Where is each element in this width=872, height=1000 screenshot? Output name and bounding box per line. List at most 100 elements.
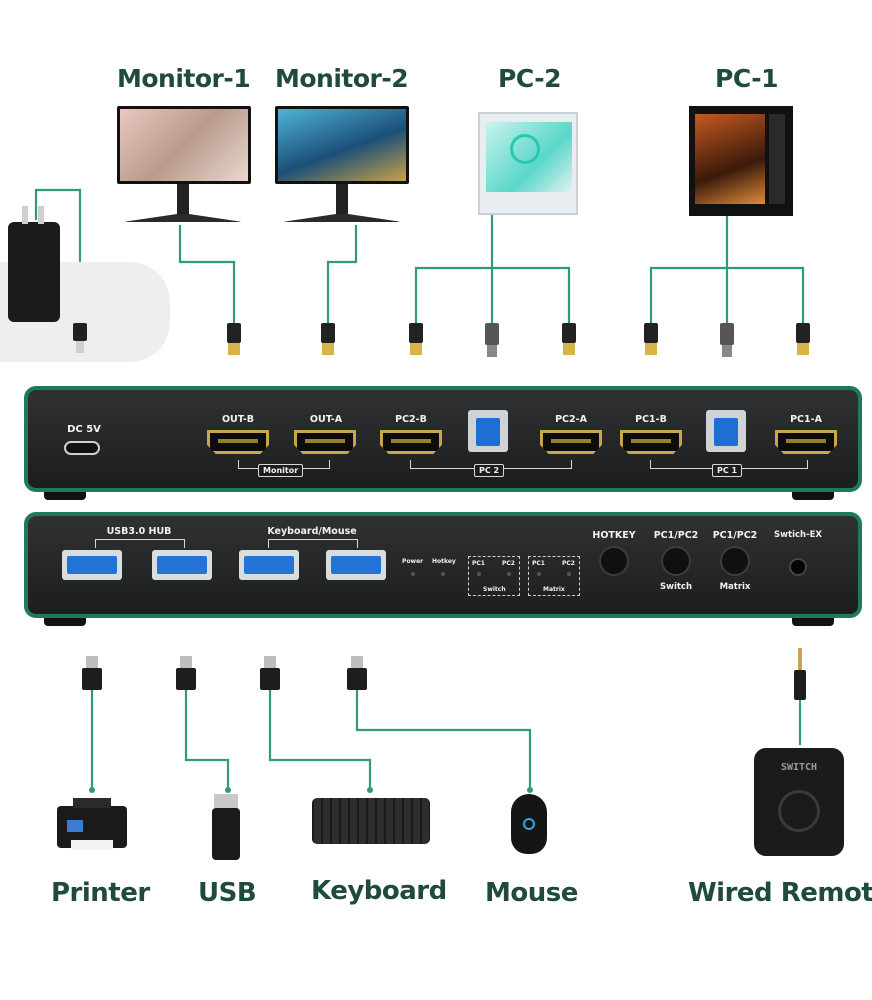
pc1-pc2-switch-button[interactable] xyxy=(661,546,691,576)
hotkey-led-label: Hotkey xyxy=(432,558,456,565)
printer-icon xyxy=(57,798,127,850)
matrix-group-label: Matrix xyxy=(543,586,565,593)
pc1-pc2-matrix-button[interactable] xyxy=(720,546,750,576)
switch-pc2-label: PC2 xyxy=(502,560,515,567)
usb-connector-icon xyxy=(176,668,196,690)
panel-foot xyxy=(792,618,834,626)
out-b-label: OUT-B xyxy=(221,414,255,425)
power-adapter-icon xyxy=(8,222,60,322)
switch-pc1-label: PC1 xyxy=(472,560,485,567)
usb-hub-label: USB3.0 HUB xyxy=(106,526,172,537)
power-led xyxy=(411,572,415,576)
monitor-2-stand-icon xyxy=(336,184,348,218)
switch-led-group xyxy=(468,556,520,596)
hotkey-led xyxy=(441,572,445,576)
matrix-led-group xyxy=(528,556,580,596)
hdmi-connector-icon xyxy=(562,323,576,343)
usb-plug-icon xyxy=(351,656,363,668)
matrix-pc1-label: PC1 xyxy=(532,560,545,567)
monitor-1-icon xyxy=(117,106,251,184)
mouse-label: Mouse xyxy=(485,878,578,908)
out-a-hdmi-port[interactable] xyxy=(294,430,356,454)
pc1-a-hdmi-port[interactable] xyxy=(775,430,837,454)
keyboard-icon xyxy=(312,798,430,844)
adapter-prong-icon xyxy=(38,206,44,224)
keyboard-mouse-bracket xyxy=(268,539,358,548)
usb-hub-bracket xyxy=(95,539,185,548)
out-a-label: OUT-A xyxy=(309,414,343,425)
monitor-group-tag: Monitor xyxy=(258,464,304,477)
keyboard-mouse-label: Keyboard/Mouse xyxy=(267,526,357,537)
usb3-hub-port-1[interactable] xyxy=(62,550,122,580)
usb-label: USB xyxy=(198,878,257,908)
matrix-pc1-led xyxy=(537,572,541,576)
pc-1-icon xyxy=(689,106,793,216)
pc1-group-tag: PC 1 xyxy=(712,464,743,477)
dc-5v-label: DC 5V xyxy=(67,424,101,435)
hotkey-button[interactable] xyxy=(599,546,629,576)
usbc-plug-icon xyxy=(76,341,84,353)
pc-2-title: PC-2 xyxy=(498,64,562,93)
pc2-a-hdmi-port[interactable] xyxy=(540,430,602,454)
usb-plug-icon xyxy=(180,656,192,668)
pc2-b-hdmi-port[interactable] xyxy=(380,430,442,454)
switch-pc1-led xyxy=(477,572,481,576)
audio-jack-icon xyxy=(798,648,802,670)
remote-switch-label: SWITCH xyxy=(780,762,818,773)
pc1-a-label: PC1-A xyxy=(790,414,822,425)
monitor-1-title: Monitor-1 xyxy=(117,64,251,93)
dc-5v-port[interactable] xyxy=(64,441,100,455)
switch-ex-port[interactable] xyxy=(789,558,807,576)
switch-group-label: Switch xyxy=(483,586,506,593)
usb-drive-icon xyxy=(212,808,240,860)
pc1pc2-matrix-label: PC1/PC2 xyxy=(712,530,758,541)
keyboard-usb-port[interactable] xyxy=(239,550,299,580)
panel-foot xyxy=(44,492,86,500)
mouse-usb-port[interactable] xyxy=(326,550,386,580)
usb-b-connector-icon xyxy=(485,323,499,345)
usbc-connector-icon xyxy=(73,323,87,341)
pc2-b-label: PC2-B xyxy=(395,414,427,425)
usb-b-plug-icon xyxy=(722,345,732,357)
switch-ex-label: Swtich-EX xyxy=(774,530,822,540)
panel-foot xyxy=(44,618,86,626)
hdmi-plug-icon xyxy=(322,343,334,355)
hdmi-connector-icon xyxy=(321,323,335,343)
monitor-1-base-icon xyxy=(123,214,243,222)
out-b-hdmi-port[interactable] xyxy=(207,430,269,454)
usb-connector-icon xyxy=(347,668,367,690)
mouse-icon xyxy=(511,794,547,854)
wired-remote-label: Wired Remote xyxy=(688,878,872,908)
pc1-b-hdmi-port[interactable] xyxy=(620,430,682,454)
audio-jack-body-icon xyxy=(794,670,806,700)
usb3-hub-port-2[interactable] xyxy=(152,550,212,580)
hdmi-connector-icon xyxy=(644,323,658,343)
monitor-1-stand-icon xyxy=(177,184,189,218)
pc1pc2-switch-label: PC1/PC2 xyxy=(653,530,699,541)
hdmi-plug-icon xyxy=(410,343,422,355)
wired-remote-icon: SWITCH xyxy=(754,748,844,856)
keyboard-label: Keyboard xyxy=(311,876,447,906)
power-led-label: Power xyxy=(402,558,424,565)
panel-foot xyxy=(792,492,834,500)
monitor-2-icon xyxy=(275,106,409,184)
hotkey-label: HOTKEY xyxy=(592,530,636,541)
usb-b-connector-icon xyxy=(720,323,734,345)
matrix-pc2-led xyxy=(567,572,571,576)
matrix-button-label: Matrix xyxy=(719,582,751,592)
usb-plug-icon xyxy=(86,656,98,668)
hdmi-connector-icon xyxy=(796,323,810,343)
hdmi-connector-icon xyxy=(409,323,423,343)
pc2-usb-b-port[interactable] xyxy=(468,410,508,452)
pc-1-title: PC-1 xyxy=(715,64,779,93)
matrix-pc2-label: PC2 xyxy=(562,560,575,567)
hdmi-plug-icon xyxy=(797,343,809,355)
hdmi-plug-icon xyxy=(563,343,575,355)
pc1-usb-b-port[interactable] xyxy=(706,410,746,452)
switch-button-label: Switch xyxy=(659,582,693,592)
monitor-2-base-icon xyxy=(282,214,402,222)
printer-label: Printer xyxy=(51,878,150,908)
